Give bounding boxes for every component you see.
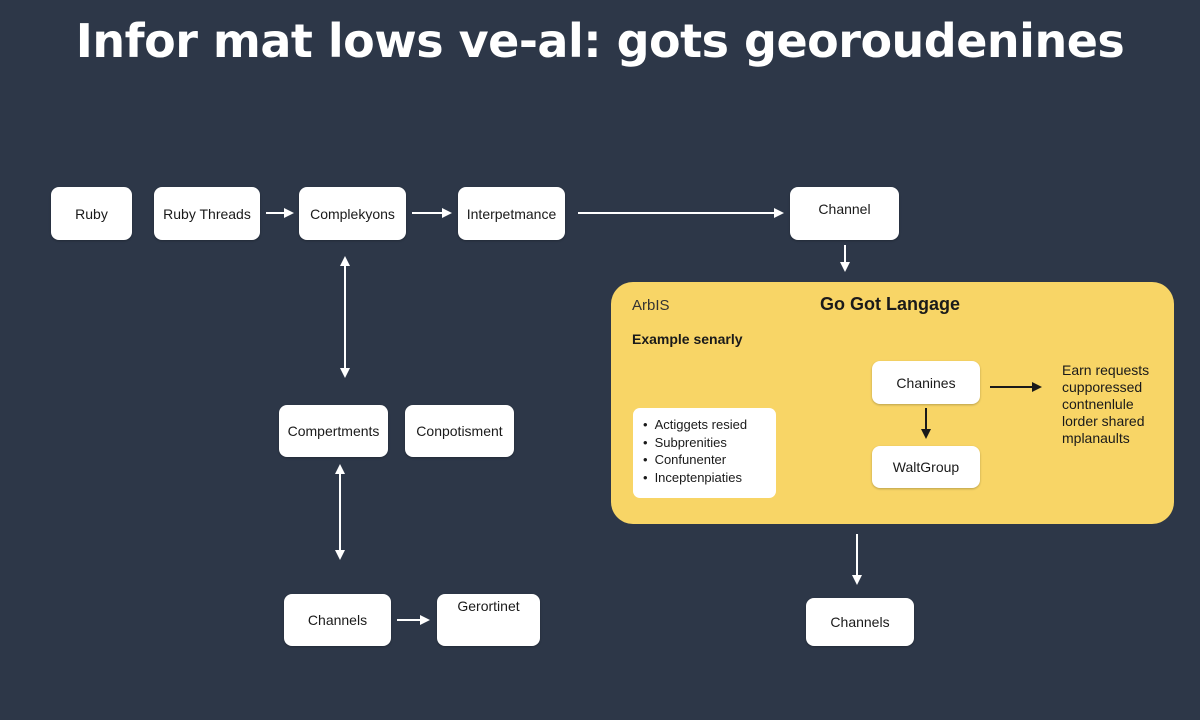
node-conpotisment[interactable]: Conpotisment	[405, 405, 514, 457]
bullet-list: Actiggets resied Subprenities Confunente…	[643, 416, 768, 486]
node-channels-bottom[interactable]: Channels	[806, 598, 914, 646]
note-line: contnenlule	[1062, 396, 1134, 412]
bullet-item: Inceptenpiaties	[643, 469, 768, 487]
note-line: mplanaults	[1062, 430, 1130, 446]
panel-note: Earn requests cupporessed contnenlule lo…	[1062, 362, 1192, 447]
panel-subtitle: Example senarly	[632, 331, 743, 347]
bullet-item: Actiggets resied	[643, 416, 768, 434]
panel-title: Go Got Langage	[820, 294, 961, 314]
note-line: cupporessed	[1062, 379, 1143, 395]
bullet-item: Confunenter	[643, 451, 768, 469]
node-gerortinet[interactable]: Gerortinet	[437, 594, 540, 646]
node-ruby[interactable]: Ruby	[51, 187, 132, 240]
bullet-list-box: Actiggets resied Subprenities Confunente…	[633, 408, 776, 498]
note-line: Earn requests	[1062, 362, 1150, 378]
node-channel-top[interactable]: Channel	[790, 187, 899, 240]
node-ruby-threads[interactable]: Ruby Threads	[154, 187, 260, 240]
node-channels-left[interactable]: Channels	[284, 594, 391, 646]
node-compertments[interactable]: Compertments	[279, 405, 388, 457]
note-line: lorder shared	[1062, 413, 1145, 429]
node-complexyons[interactable]: Complekyons	[299, 187, 406, 240]
panel-label: ArbIS	[632, 297, 670, 314]
bullet-item: Subprenities	[643, 434, 768, 452]
diagram-title: Infor mat lows ve-al: gots georoudenines	[75, 14, 1125, 68]
node-waitgroup[interactable]: WaltGroup	[872, 446, 980, 488]
node-chanines[interactable]: Chanines	[872, 361, 980, 404]
node-interpetmance[interactable]: Interpetmance	[458, 187, 565, 240]
